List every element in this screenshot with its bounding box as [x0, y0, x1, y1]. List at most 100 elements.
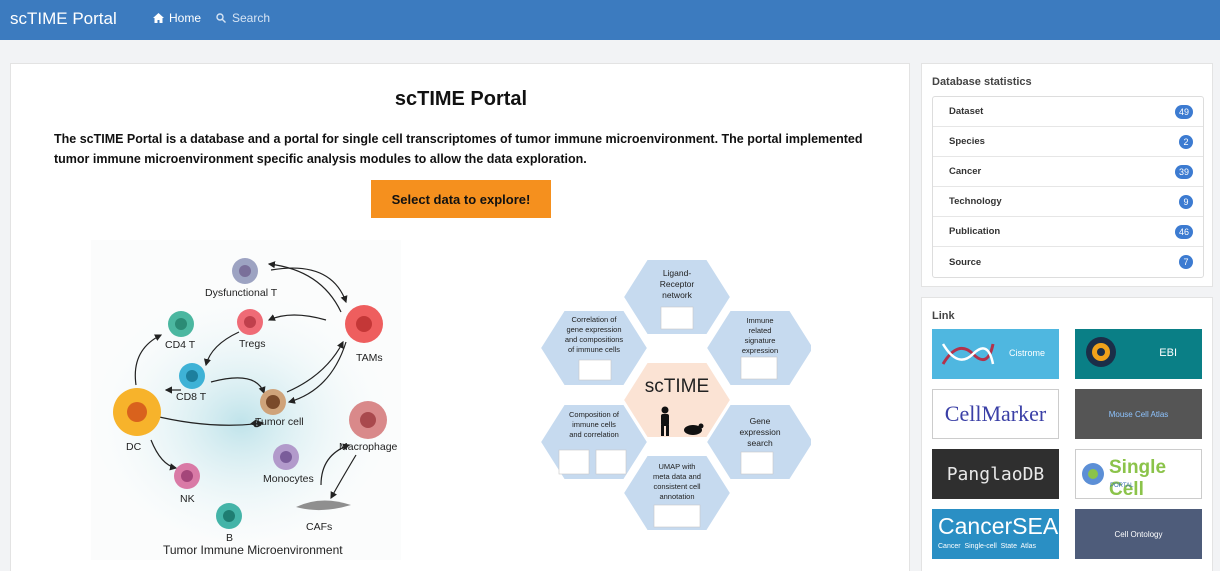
stat-label: Dataset: [949, 106, 984, 117]
label-cd8-t: CD8 T: [176, 391, 207, 403]
tme-caption: Tumor Immune Microenvironment: [163, 543, 343, 557]
stat-row-cancer[interactable]: Cancer 39: [933, 157, 1203, 187]
single-cell-portal-logo-icon: [1082, 463, 1104, 485]
hex-umap-text: meta data and: [653, 472, 701, 481]
ebi-logo-icon: [1086, 337, 1116, 367]
label-cafs: CAFs: [306, 521, 332, 533]
intro-line-1: The scTIME Portal is a database and a po…: [54, 132, 863, 146]
hex-gene-search-text: Gene: [750, 416, 771, 426]
tregs-cell: [237, 309, 263, 335]
macrophage-cell: [349, 401, 387, 439]
tumor-cell: [260, 389, 286, 415]
stat-row-technology[interactable]: Technology 9: [933, 187, 1203, 217]
tme-figure: Dysfunctional T CD4 T Tregs TAMs CD8 T T…: [91, 240, 401, 560]
link-mouse-cell-atlas-label: Mouse Cell Atlas: [1108, 409, 1169, 419]
hex-correlation: [541, 309, 650, 387]
nav-home-link[interactable]: Home: [153, 11, 201, 25]
label-b: B: [226, 532, 233, 544]
cd8-t-cell: [179, 363, 205, 389]
modules-figure: scTIME Ligand- Receptor network Correlat…: [541, 258, 811, 532]
link-cancersea-label: CancerSEA: [938, 513, 1059, 539]
mouse-icon: [684, 423, 704, 435]
nav-home-label: Home: [169, 11, 202, 25]
dysfunctional-t-cell: [232, 258, 258, 284]
tams-cell: [345, 305, 383, 343]
count-badge: 46: [1174, 224, 1193, 239]
hex-ligand-text: Receptor: [660, 279, 695, 289]
human-icon: [661, 406, 669, 436]
label-nk: NK: [180, 493, 195, 505]
main-panel: scTIME Portal The scTIME Portal is a dat…: [10, 63, 910, 571]
hex-signature: [704, 309, 811, 387]
monocytes-cell: [273, 444, 299, 470]
link-cellmarker[interactable]: CellMarker: [932, 389, 1059, 439]
links-title: Link: [932, 310, 955, 322]
stat-row-publication[interactable]: Publication 46: [933, 217, 1203, 247]
link-cell-ontology[interactable]: Cell Ontology: [1075, 509, 1202, 559]
count-badge: 39: [1174, 164, 1193, 179]
hex-center: [621, 361, 733, 439]
nav-search-link[interactable]: Search: [216, 11, 270, 25]
database-statistics-panel: Database statistics Dataset 49 Species 2…: [921, 63, 1213, 287]
label-monocytes: Monocytes: [263, 473, 314, 485]
cafs-cell: [296, 500, 351, 511]
stat-row-source[interactable]: Source 7: [933, 247, 1203, 277]
count-badge: 49: [1174, 104, 1193, 119]
link-cistrome-label: Cistrome: [1008, 348, 1045, 358]
link-single-cell-portal[interactable]: Single Cell PORTAL: [1075, 449, 1202, 499]
label-tumor-cell: Tumor cell: [255, 416, 304, 428]
hex-ligand-text: Ligand-: [663, 268, 692, 278]
stat-label: Species: [949, 136, 985, 147]
hex-center-title: scTIME: [645, 376, 709, 397]
nk-cell: [174, 463, 200, 489]
brand-title[interactable]: scTIME Portal: [10, 9, 117, 28]
hex-signature-text: signature: [745, 336, 776, 345]
link-single-cell-sub: PORTAL: [1110, 483, 1134, 489]
hex-gene-search-text: expression: [739, 427, 780, 437]
hex-umap-text: annotation: [659, 492, 694, 501]
page-title: scTIME Portal: [394, 88, 528, 110]
hex-composition-text: Composition of: [569, 410, 620, 419]
count-badge: 9: [1179, 194, 1193, 209]
explore-data-button[interactable]: Select data to explore!: [371, 180, 551, 218]
hex-correlation-text: gene expression: [566, 325, 621, 334]
link-cellmarker-label: CellMarker: [944, 401, 1047, 426]
hex-composition-text: and correlation: [569, 430, 619, 439]
hex-composition-text: immune cells: [572, 420, 616, 429]
statistics-list: Dataset 49 Species 2 Cancer 39 Technolog…: [932, 96, 1204, 278]
top-navbar: scTIME Portal Home Search: [0, 0, 1220, 40]
link-mouse-cell-atlas[interactable]: Mouse Cell Atlas: [1075, 389, 1202, 439]
link-single-cell-label: Single Cell: [1109, 457, 1167, 499]
dc-cell: [113, 388, 161, 436]
intro-line-2: tumor immune microenvironment specific a…: [54, 152, 587, 166]
count-badge: 7: [1179, 255, 1193, 269]
link-cancersea[interactable]: CancerSEA Cancer Single-cell State Atlas: [932, 509, 1059, 559]
cd4-t-cell: [168, 311, 194, 337]
link-cancersea-sub: Cancer Single-cell State Atlas: [938, 543, 1037, 550]
hex-correlation-text: Correlation of: [571, 315, 617, 324]
link-cell-ontology-label: Cell Ontology: [1114, 529, 1163, 539]
home-icon: [153, 13, 164, 23]
label-dysfunctional-t: Dysfunctional T: [205, 287, 278, 299]
hex-gene-search-text: search: [747, 438, 773, 448]
stat-row-dataset[interactable]: Dataset 49: [933, 97, 1203, 127]
label-macrophage: Macrophage: [339, 441, 398, 453]
hex-ligand-text: network: [662, 290, 693, 300]
count-badge: 2: [1179, 134, 1193, 149]
stat-row-species[interactable]: Species 2: [933, 127, 1203, 157]
hex-signature-text: related: [749, 326, 772, 335]
label-tregs: Tregs: [239, 338, 265, 350]
hex-correlation-text: of immune cells: [568, 345, 620, 354]
hex-gene-search: [704, 403, 811, 481]
link-ebi[interactable]: EBI: [1075, 329, 1202, 379]
database-statistics-title: Database statistics: [932, 76, 1032, 88]
search-icon: [216, 13, 226, 23]
link-panglaodb[interactable]: PanglaoDB: [932, 449, 1059, 499]
intro-text: The scTIME Portal is a database and a po…: [54, 129, 894, 169]
hex-umap-text: UMAP with: [659, 462, 696, 471]
hex-umap: [621, 454, 733, 532]
link-cistrome[interactable]: Cistrome: [932, 329, 1059, 379]
hex-signature-text: Immune: [746, 316, 773, 325]
hex-ligand: [621, 258, 733, 336]
label-tams: TAMs: [356, 352, 383, 364]
